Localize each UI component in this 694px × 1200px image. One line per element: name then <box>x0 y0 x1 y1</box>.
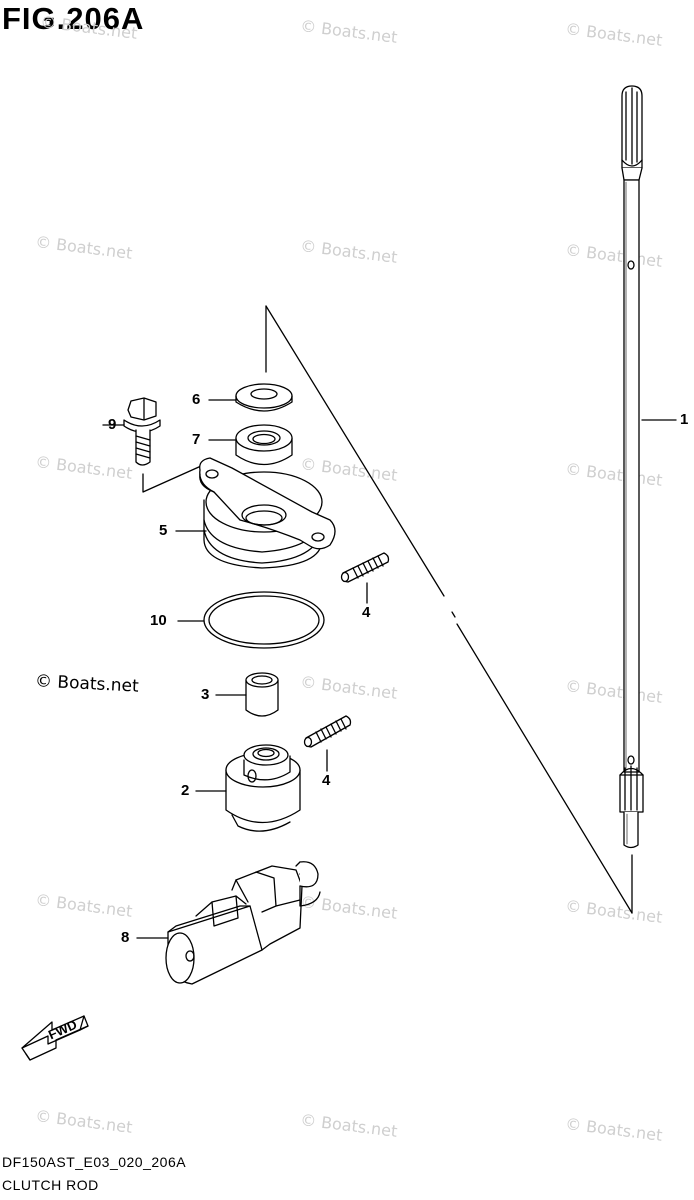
part-sleeve <box>215 672 279 717</box>
callout-3: 3 <box>201 686 210 703</box>
part-washer <box>208 383 293 412</box>
callout-5: 5 <box>159 522 168 539</box>
callout-2: 2 <box>181 782 190 799</box>
callout-8: 8 <box>121 929 130 946</box>
diagram-code: DF150AST_E03_020_206A <box>2 1154 187 1170</box>
part-bolt <box>102 397 215 493</box>
part-pin-upper <box>340 552 390 604</box>
callout-6: 6 <box>192 391 201 408</box>
callout-4-lower: 4 <box>322 772 331 789</box>
part-rod-joint <box>136 861 321 985</box>
callout-7: 7 <box>192 431 201 448</box>
part-oil-seal <box>208 424 293 466</box>
part-clutch-rod <box>619 85 677 849</box>
fwd-arrow <box>21 1015 89 1061</box>
part-o-ring <box>177 591 325 649</box>
callout-4-upper: 4 <box>362 604 371 621</box>
diagram-name: CLUTCH ROD <box>2 1177 99 1193</box>
callout-1: 1 <box>680 411 689 428</box>
figure-title: FIG.206A <box>2 1 145 36</box>
part-clutch-rod-guide <box>175 457 336 569</box>
assembly-bracket-line <box>265 305 633 914</box>
part-pin-lower <box>303 715 352 772</box>
part-shift-slider <box>195 744 301 832</box>
callout-10: 10 <box>150 612 167 629</box>
callout-9: 9 <box>108 416 117 433</box>
